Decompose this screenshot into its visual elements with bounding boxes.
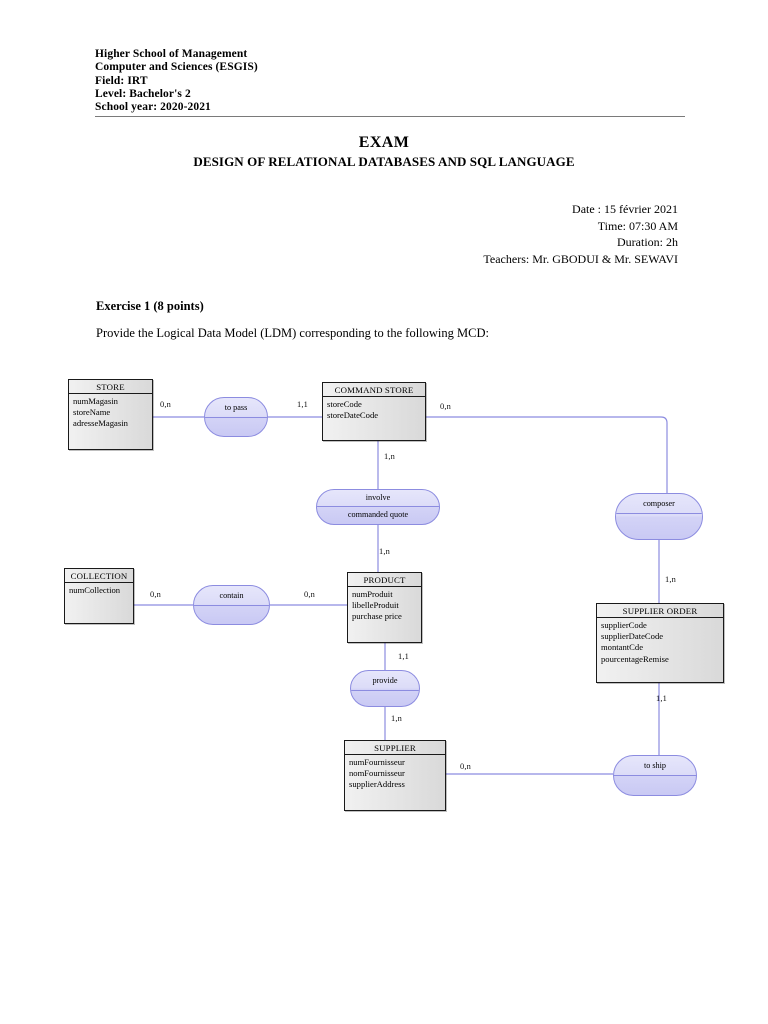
- relationship-to-pass[interactable]: to pass: [204, 397, 268, 437]
- entity-command-store[interactable]: COMMAND STORE storeCode storeDateCode: [322, 382, 426, 441]
- relationship-to-pass-label: to pass: [205, 398, 267, 419]
- entity-command-store-title: COMMAND STORE: [323, 383, 425, 397]
- relationship-contain[interactable]: contain: [193, 585, 270, 625]
- attribute: nomFournisseur: [349, 768, 405, 779]
- cardinality-supplier-order-to-ship: 1,1: [656, 694, 668, 703]
- letterhead: Higher School of Management Computer and…: [95, 48, 695, 114]
- attribute: adresseMagasin: [73, 418, 128, 429]
- cardinality-supplier-to-ship: 0,n: [460, 762, 472, 771]
- relationship-provide[interactable]: provide: [350, 670, 420, 707]
- entity-store[interactable]: STORE numMagasin storeName adresseMagasi…: [68, 379, 153, 450]
- entity-supplier-title: SUPPLIER: [345, 741, 445, 755]
- relationship-to-ship[interactable]: to ship: [613, 755, 697, 796]
- entity-collection-attributes: numCollection: [65, 583, 133, 599]
- attribute: numCollection: [69, 585, 121, 595]
- attribute: numProduit: [352, 589, 393, 599]
- relationship-contain-label: contain: [194, 586, 269, 607]
- relationship-to-ship-label: to ship: [614, 756, 696, 777]
- attribute: libelleProduit: [352, 600, 399, 611]
- relationship-composer-label: composer: [616, 494, 702, 515]
- cardinality-product-provide: 1,1: [398, 652, 410, 661]
- entity-supplier-order-title: SUPPLIER ORDER: [597, 604, 723, 618]
- letterhead-line-school: Higher School of Management: [95, 48, 248, 60]
- exam-duration: Duration: 2h: [617, 235, 678, 249]
- letterhead-line-school-year: School year: 2020-2021: [95, 101, 211, 114]
- letterhead-line-department: Computer and Sciences (ESGIS): [95, 61, 258, 74]
- exam-date: Date : 15 février 2021: [572, 202, 678, 216]
- letterhead-line-field: Field: IRT: [95, 74, 148, 87]
- attribute: pourcentageRemise: [601, 653, 669, 664]
- attribute: montantCde: [601, 642, 644, 653]
- exam-meta-block: Date : 15 février 2021 Time: 07:30 AM Du…: [483, 201, 678, 267]
- attribute: purchase price: [352, 611, 402, 622]
- cardinality-to-pass-command-store: 1,1: [297, 400, 309, 409]
- cardinality-involve-product: 1,n: [379, 547, 391, 556]
- connector-command-store-composer: [426, 416, 668, 493]
- entity-supplier-attributes: numFournisseur nomFournisseur supplierAd…: [345, 755, 445, 794]
- exam-teachers: Teachers: Mr. GBODUI & Mr. SEWAVI: [483, 251, 678, 266]
- cardinality-collection-contain: 0,n: [150, 590, 162, 599]
- entity-product-title: PRODUCT: [348, 573, 421, 587]
- exercise-instruction: Provide the Logical Data Model (LDM) cor…: [96, 326, 489, 340]
- attribute: storeCode: [327, 399, 362, 409]
- page-title: EXAM: [358, 134, 410, 151]
- relationship-involve[interactable]: involve commanded quote: [316, 489, 440, 525]
- entity-command-store-attributes: storeCode storeDateCode: [323, 397, 425, 424]
- letterhead-line-level: Level: Bachelor's 2: [95, 87, 191, 100]
- attribute: numFournisseur: [349, 757, 405, 767]
- cardinality-command-store-composer: 0,n: [440, 402, 452, 411]
- attribute: storeDateCode: [327, 410, 379, 421]
- cardinality-contain-product: 0,n: [304, 590, 316, 599]
- entity-store-attributes: numMagasin storeName adresseMagasin: [69, 394, 152, 433]
- attribute: supplierDateCode: [601, 631, 664, 642]
- entity-collection[interactable]: COLLECTION numCollection: [64, 568, 134, 624]
- attribute: supplierCode: [601, 620, 647, 630]
- cardinality-store-to-pass: 0,n: [160, 400, 172, 409]
- relationship-provide-label: provide: [351, 671, 419, 692]
- cardinality-command-store-involve: 1,n: [384, 452, 396, 461]
- entity-collection-title: COLLECTION: [65, 569, 133, 583]
- relationship-composer[interactable]: composer: [615, 493, 703, 540]
- entity-supplier-order-attributes: supplierCode supplierDateCode montantCde…: [597, 618, 723, 668]
- attribute: numMagasin: [73, 396, 118, 406]
- entity-supplier[interactable]: SUPPLIER numFournisseur nomFournisseur s…: [344, 740, 446, 811]
- cardinality-provide-supplier: 1,n: [391, 714, 403, 723]
- relationship-involve-attribute: commanded quote: [347, 509, 409, 519]
- exercise-heading: Exercise 1 (8 points): [96, 299, 204, 313]
- cardinality-composer-supplier-order: 1,n: [665, 575, 677, 584]
- relationship-involve-label: involve: [317, 490, 439, 507]
- attribute: supplierAddress: [349, 779, 405, 790]
- header-divider: [95, 116, 685, 117]
- entity-product-attributes: numProduit libelleProduit purchase price: [348, 587, 421, 626]
- page-subtitle: DESIGN OF RELATIONAL DATABASES AND SQL L…: [193, 154, 575, 169]
- entity-store-title: STORE: [69, 380, 152, 394]
- entity-product[interactable]: PRODUCT numProduit libelleProduit purcha…: [347, 572, 422, 643]
- exam-time: Time: 07:30 AM: [597, 218, 678, 233]
- attribute: storeName: [73, 407, 111, 418]
- entity-supplier-order[interactable]: SUPPLIER ORDER supplierCode supplierDate…: [596, 603, 724, 683]
